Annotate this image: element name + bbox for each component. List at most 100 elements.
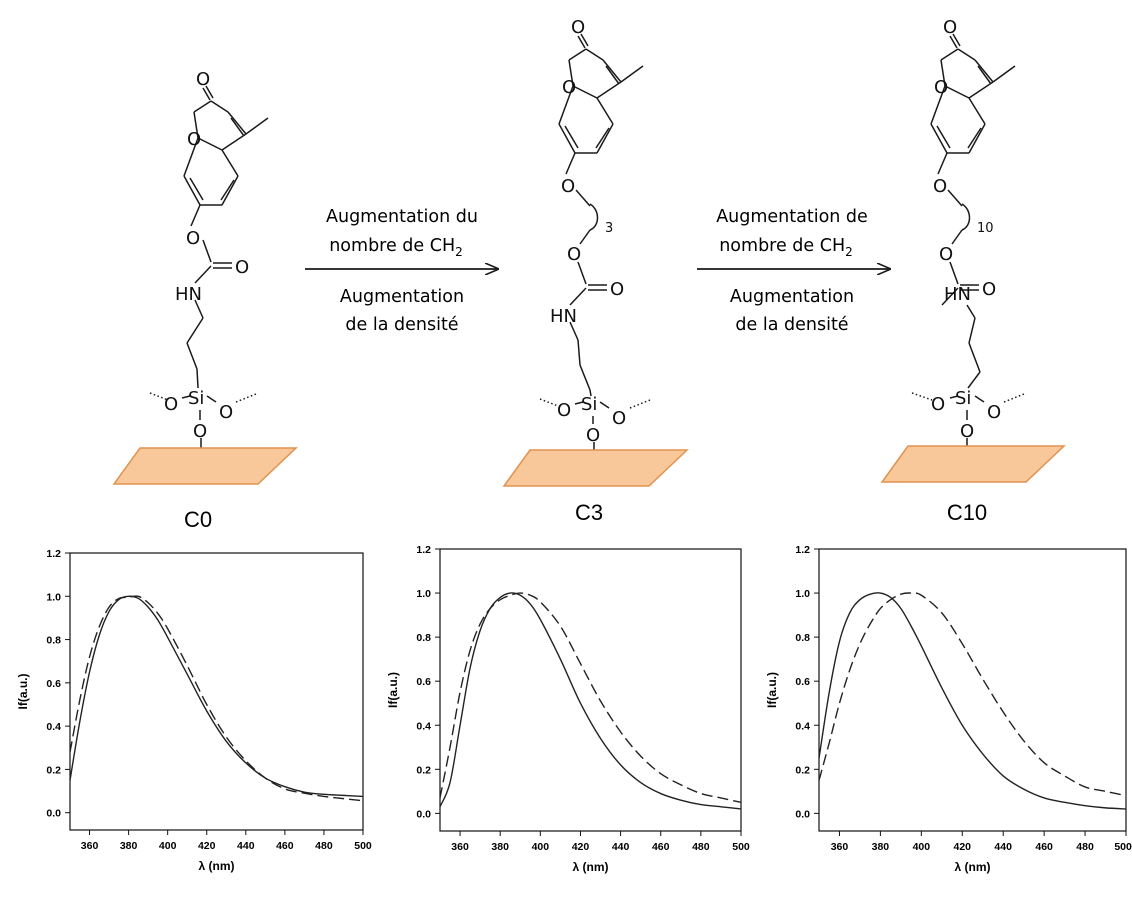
x-tick-label: 440 — [994, 841, 1012, 853]
c0-si-o-left: O — [164, 394, 178, 415]
x-tick-label: 460 — [1035, 841, 1053, 853]
c3-substrate — [502, 449, 689, 487]
molecule-c3 — [539, 33, 651, 460]
x-tick-label: 420 — [198, 840, 216, 852]
arrow-2-top-line-2: nombre de CH2 — [719, 236, 853, 259]
c10-ring-o: O — [934, 77, 948, 98]
c0-si: Si — [188, 388, 204, 409]
y-tick-label: 1.0 — [46, 591, 61, 603]
c3-ring-o: O — [562, 77, 576, 98]
reaction-scheme: Augmentation du nombre de CH2 Augmentati… — [112, 17, 1066, 530]
y-tick-label: 0.6 — [46, 678, 61, 690]
x-tick-label: 460 — [276, 840, 294, 852]
c10-si-o-left: O — [931, 394, 945, 415]
x-axis-label: λ (nm) — [955, 860, 991, 874]
x-tick-label: 400 — [159, 840, 177, 852]
y-tick-label: 0.8 — [416, 632, 431, 644]
c10-ether-o: O — [933, 176, 947, 197]
x-tick-label: 360 — [451, 841, 469, 853]
c0-label: C0 — [184, 507, 212, 530]
arrow-2-bottom-line-1: Augmentation — [730, 287, 854, 307]
plot-frame — [69, 552, 364, 831]
c0-carbamate-o: O — [235, 257, 249, 278]
c10-carbamate-o: O — [982, 279, 996, 300]
dashed-series-line — [439, 592, 742, 804]
x-axis-label: λ (nm) — [199, 859, 235, 873]
y-tick-label: 1.2 — [46, 548, 61, 560]
y-tick-label: 0.0 — [46, 808, 61, 820]
plot-frame — [818, 548, 1127, 832]
y-tick-label: 0.0 — [795, 808, 810, 820]
y-tick-label: 0.2 — [416, 764, 431, 776]
c10-si: Si — [955, 388, 971, 409]
c3-chain-subscript: 3 — [605, 221, 613, 236]
x-tick-label: 400 — [532, 841, 550, 853]
x-tick-label: 460 — [652, 841, 670, 853]
c0-si-o-bottom: O — [193, 421, 207, 442]
c0-ester-o: O — [186, 228, 200, 249]
c10-hn: HN — [944, 284, 971, 305]
x-tick-label: 480 — [315, 840, 333, 852]
c3-hn: HN — [550, 306, 577, 327]
x-tick-label: 380 — [872, 841, 890, 853]
x-tick-label: 440 — [237, 840, 255, 852]
x-tick-label: 380 — [491, 841, 509, 853]
y-tick-label: 1.0 — [795, 588, 810, 600]
molecule-c0-atoms: O O O O HN Si O O O — [164, 69, 249, 442]
dashed-series-line — [818, 592, 1127, 797]
c3-ether-o: O — [561, 176, 575, 197]
y-axis-label: If(a.u.) — [386, 672, 400, 708]
arrow-1-bottom-line-2: de la densité — [345, 315, 458, 335]
c0-carbonyl-o: O — [196, 69, 210, 90]
x-tick-label: 360 — [831, 841, 849, 853]
c10-chain-subscript: 10 — [977, 221, 994, 236]
y-axis-label: If(a.u.) — [765, 672, 779, 708]
arrow-1-bottom-line-1: Augmentation — [340, 287, 464, 307]
c10-carbonyl-o: O — [943, 17, 957, 38]
y-tick-label: 0.6 — [416, 676, 431, 688]
c10-si-o-right: O — [987, 402, 1001, 423]
y-tick-label: 1.2 — [795, 544, 810, 556]
x-tick-label: 480 — [1076, 841, 1094, 853]
y-tick-label: 0.4 — [46, 721, 61, 733]
c0-hn: HN — [175, 284, 202, 305]
molecule-c10-atoms: O O O 10 O O HN Si O O O — [931, 17, 1001, 442]
c3-label: C3 — [575, 500, 603, 525]
c3-carbonyl-o: O — [571, 17, 585, 38]
arrow-1-top-line-1: Augmentation du — [326, 207, 478, 227]
c3-si: Si — [581, 394, 597, 415]
x-tick-label: 5000 — [1114, 841, 1132, 853]
c3-carbamate-o: O — [610, 279, 624, 300]
y-tick-label: 0.4 — [416, 720, 431, 732]
x-tick-label: 500 — [732, 841, 750, 853]
y-tick-label: 1.2 — [416, 544, 431, 556]
x-tick-label: 420 — [572, 841, 590, 853]
x-tick-label: 480 — [692, 841, 710, 853]
y-tick-label: 0.6 — [795, 676, 810, 688]
c10-ester-o: O — [939, 244, 953, 265]
y-tick-label: 0.8 — [795, 632, 810, 644]
arrow-1-top-line-2: nombre de CH2 — [329, 236, 463, 259]
c0-si-o-right: O — [219, 402, 233, 423]
c10-substrate — [880, 445, 1066, 483]
reaction-arrow-2: Augmentation de nombre de CH2 Augmentati… — [697, 207, 890, 335]
y-tick-label: 0.2 — [795, 764, 810, 776]
dashed-series-line — [69, 595, 364, 802]
arrow-2-top-line-1: Augmentation de — [716, 207, 868, 227]
y-tick-label: 0.0 — [416, 808, 431, 820]
solid-series-line — [439, 592, 742, 810]
plot-frame — [439, 548, 742, 832]
c3-ester-o: O — [567, 244, 581, 265]
x-tick-label: 380 — [120, 840, 138, 852]
c0-ring-o: O — [187, 129, 201, 150]
solid-series-line — [818, 592, 1127, 810]
y-axis-label: If(a.u.) — [16, 674, 30, 710]
c0-substrate — [112, 447, 298, 485]
molecule-c0 — [149, 85, 269, 458]
c3-si-o-left: O — [557, 400, 571, 421]
c3-si-o-bottom: O — [586, 425, 600, 446]
c10-si-o-bottom: O — [960, 421, 974, 442]
c3-si-o-right: O — [612, 408, 626, 429]
